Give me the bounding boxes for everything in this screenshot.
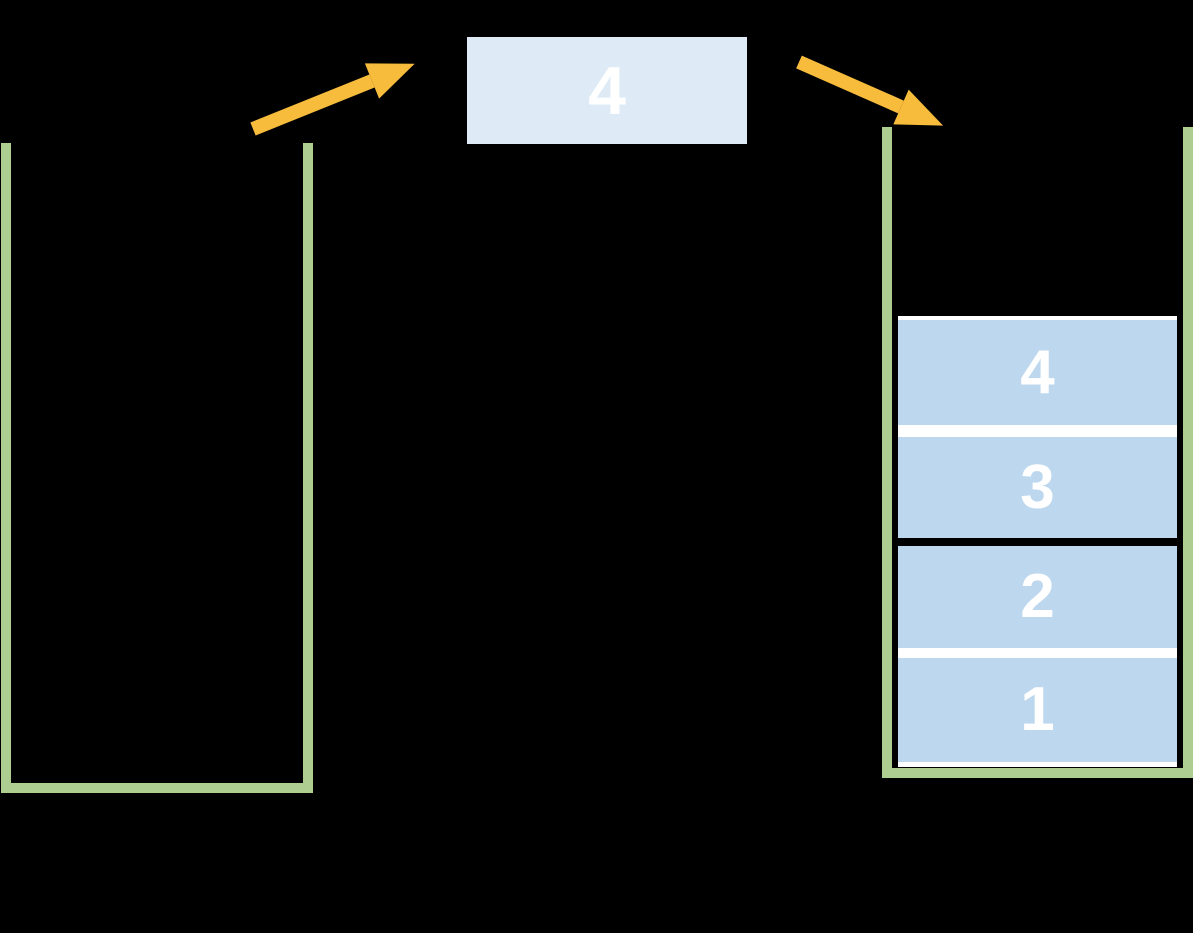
stack-item: 2: [898, 546, 1177, 648]
separator: [898, 425, 1177, 437]
stack-item: 3: [898, 437, 1177, 538]
source-stack-container: [1, 143, 313, 793]
stack-item-value: 3: [1020, 452, 1055, 522]
separator: [898, 316, 1177, 320]
floating-item-value: 4: [588, 52, 626, 129]
stack-items-column: 4 3 2 1: [898, 316, 1177, 767]
floating-item-box: 4: [467, 37, 747, 144]
separator: [898, 762, 1177, 767]
target-stack-container: [882, 127, 1193, 778]
stack-item-value: 4: [1020, 337, 1055, 407]
separator-gap: [898, 538, 1177, 546]
arrow-up-right-icon: [250, 63, 415, 136]
separator: [898, 648, 1177, 658]
stack-item-value: 1: [1020, 675, 1055, 744]
arrow-down-right-icon: [796, 55, 944, 126]
stack-item: 4: [898, 320, 1177, 425]
stack-item: 1: [898, 658, 1177, 762]
stack-item-value: 2: [1020, 562, 1055, 631]
